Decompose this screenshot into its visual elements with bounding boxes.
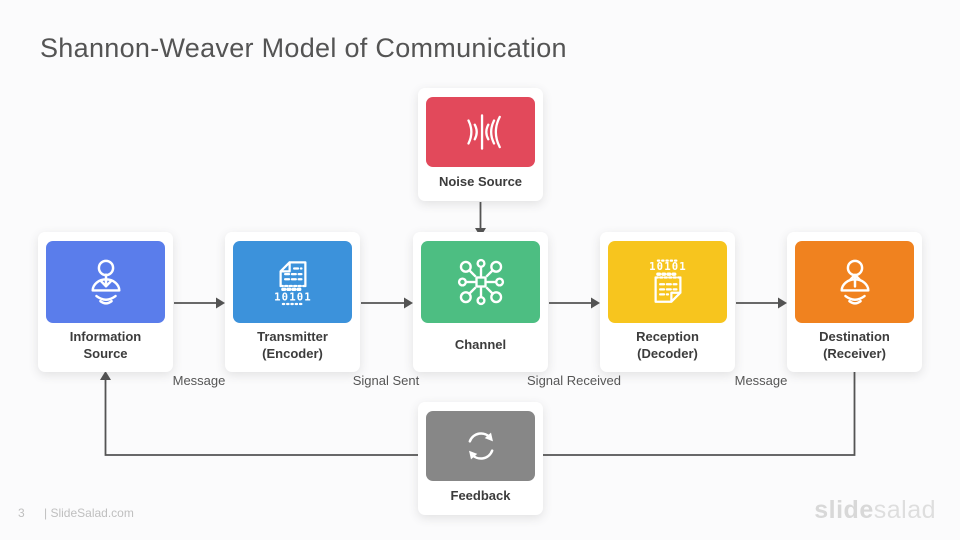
node-channel: Channel	[413, 232, 548, 372]
flow-label-message-2: Message	[734, 373, 788, 388]
network-hub-icon	[457, 258, 504, 306]
slide-title: Shannon-Weaver Model of Communication	[40, 33, 567, 63]
watermark-light-part: salad	[873, 496, 936, 524]
node-label: Channel	[454, 337, 507, 353]
watermark-bold-part: slide	[814, 496, 874, 524]
node-feedback: Feedback	[418, 402, 543, 515]
node-label: Destination (Receiver)	[819, 328, 890, 361]
feedback-tile	[426, 411, 535, 481]
node-label: Noise Source	[438, 173, 523, 189]
flow-label-signal-sent: Signal Sent	[352, 373, 420, 388]
svg-text:10101: 10101	[649, 260, 687, 273]
noise-source-tile	[426, 97, 535, 167]
node-label: Reception (Decoder)	[636, 328, 699, 361]
reception-tile: 10101	[608, 241, 727, 323]
slidesalad-watermark: slidesalad	[814, 496, 936, 525]
node-label: Transmitter (Encoder)	[257, 328, 328, 361]
node-reception: 10101 Reception (Decoder)	[600, 232, 735, 372]
document-decode-icon: 10101	[649, 259, 687, 303]
flow-label-signal-received: Signal Received	[527, 373, 621, 388]
node-transmitter: 10101 Transmitter (Encoder)	[225, 232, 360, 372]
person-sending-icon	[90, 259, 121, 305]
node-noise-source: Noise Source	[418, 88, 543, 201]
information-source-tile	[46, 241, 165, 323]
node-label: Information Source	[69, 328, 142, 361]
destination-tile	[795, 241, 914, 323]
node-destination: Destination (Receiver)	[787, 232, 922, 372]
svg-text:10101: 10101	[274, 291, 312, 304]
node-information-source: Information Source	[38, 232, 173, 372]
page-number: 3	[18, 506, 25, 520]
document-encode-icon: 10101	[274, 261, 312, 306]
channel-tile	[421, 241, 540, 323]
footer-site-text: | SlideSalad.com	[44, 506, 134, 520]
sync-arrows-icon	[468, 432, 493, 460]
flow-label-message-1: Message	[172, 373, 226, 388]
node-label: Feedback	[450, 487, 511, 503]
transmitter-tile: 10101	[233, 241, 352, 323]
person-receiving-icon	[839, 259, 870, 305]
noise-interference-icon	[466, 114, 501, 150]
